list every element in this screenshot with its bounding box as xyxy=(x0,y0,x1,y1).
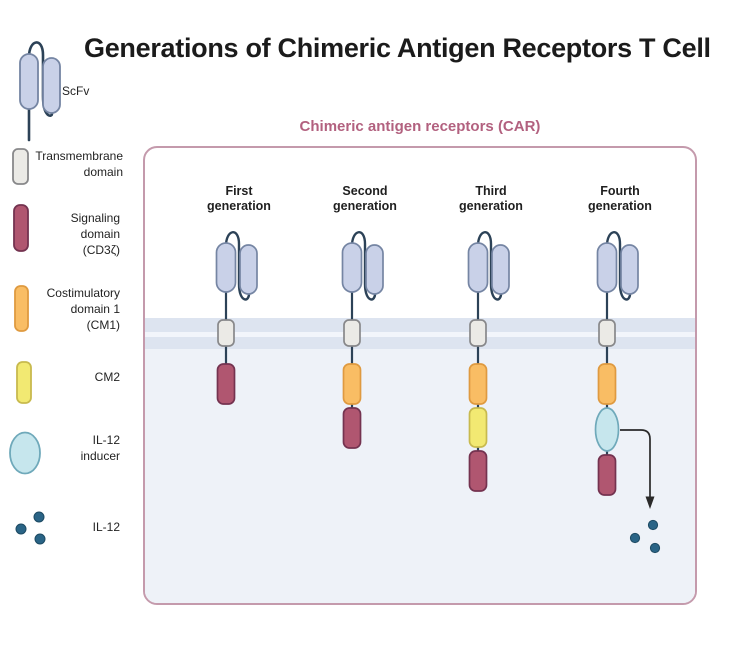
legend-signaling-icon xyxy=(13,204,29,252)
generation-label-fourth-generation: Fourth generation xyxy=(588,184,652,213)
scfv-linker xyxy=(224,231,251,301)
transmembrane-domain xyxy=(217,319,235,347)
cm1-domain xyxy=(468,363,488,405)
il12-inducer-domain xyxy=(594,407,620,452)
legend-il12-inducer-icon xyxy=(9,431,41,475)
legend-label-cm1: Costimulatory domain 1 (CM1) xyxy=(46,286,120,332)
legend-cm2-icon xyxy=(16,361,32,404)
legend-label-signaling: Signaling domain (CD3ζ) xyxy=(70,211,120,257)
cell-membrane-band xyxy=(145,318,695,332)
legend xyxy=(9,41,61,545)
page-title: Generations of Chimeric Antigen Receptor… xyxy=(84,33,711,63)
receptor-second-generation xyxy=(341,231,384,449)
scfv-left-domain xyxy=(215,242,237,293)
cm1-domain xyxy=(597,363,617,405)
scfv-right-domain xyxy=(491,244,510,295)
il12-dot xyxy=(649,542,661,554)
il12-dot xyxy=(33,511,45,523)
legend-label-il12-inducer: IL-12 inducer xyxy=(80,433,120,463)
scfv-right-domain xyxy=(239,244,258,295)
transmembrane-domain xyxy=(469,319,487,347)
signaling-domain xyxy=(597,454,617,496)
legend-label-cm2: CM2 xyxy=(94,370,120,384)
legend-il12-icon xyxy=(15,511,46,545)
signaling-domain xyxy=(216,363,236,405)
scfv-right-domain xyxy=(365,244,384,295)
car-generations-diagram xyxy=(215,231,661,554)
il12-dot xyxy=(34,533,46,545)
legend-label-scfv: ScFv xyxy=(62,84,90,98)
transmembrane-domain xyxy=(598,319,616,347)
scfv-left-domain xyxy=(341,242,363,293)
legend-label-transmembrane: Transmembrane domain xyxy=(35,149,123,179)
scfv-left-domain xyxy=(467,242,489,293)
receptor-first-generation xyxy=(215,231,258,405)
cell-membrane-band xyxy=(145,337,695,349)
generation-label-first-generation: First generation xyxy=(207,184,271,213)
car-panel: First generation Second generation Third g… xyxy=(143,146,697,605)
signaling-domain xyxy=(468,450,488,492)
car-panel-title: Chimeric antigen receptors (CAR) xyxy=(299,118,541,135)
receptor-third-generation xyxy=(467,231,510,492)
il12-dot xyxy=(629,532,641,544)
scfv-right-domain xyxy=(42,57,61,114)
generation-label-third-generation: Third generation xyxy=(459,184,523,213)
scfv-linker xyxy=(476,231,503,301)
scfv-left-domain xyxy=(596,242,618,293)
cm1-domain xyxy=(342,363,362,405)
il12-secretion-arrow xyxy=(620,429,651,497)
il12-dot xyxy=(647,519,659,531)
scfv-right-domain xyxy=(620,244,639,295)
arrowhead-down-icon xyxy=(645,496,655,509)
legend-scfv-icon xyxy=(19,41,61,142)
transmembrane-domain xyxy=(343,319,361,347)
signaling-domain xyxy=(342,407,362,449)
receptor-fourth-generation xyxy=(594,231,661,554)
generation-label-second-generation: Second generation xyxy=(333,184,397,213)
il12-dot xyxy=(15,523,27,535)
cm2-domain xyxy=(468,407,488,448)
scfv-linker xyxy=(350,231,377,301)
scfv-left-domain xyxy=(19,53,39,110)
cell-membrane-gap xyxy=(145,332,695,337)
legend-transmembrane-icon xyxy=(12,148,29,185)
legend-cm1-icon xyxy=(14,285,29,332)
scfv-linker xyxy=(605,231,632,301)
legend-label-il12: IL-12 xyxy=(92,520,120,534)
